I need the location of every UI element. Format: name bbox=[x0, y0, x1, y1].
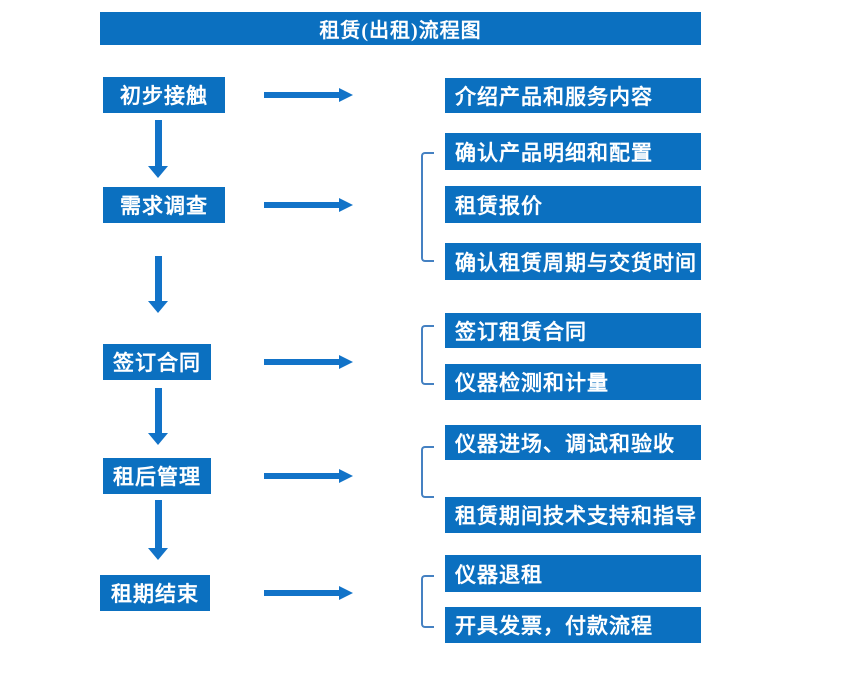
right-arrow-icon bbox=[264, 586, 353, 600]
right-arrow-icon bbox=[264, 198, 353, 212]
group-bracket bbox=[421, 152, 434, 262]
right-arrow-icon bbox=[264, 355, 353, 369]
right-arrow-head bbox=[339, 88, 353, 102]
output-box-instrument-setup-acceptance: 仪器进场、调试和验收 bbox=[445, 425, 701, 460]
output-box-instrument-testing: 仪器检测和计量 bbox=[445, 364, 701, 400]
down-arrow-head bbox=[148, 433, 168, 445]
down-arrow-icon bbox=[148, 500, 168, 560]
down-arrow-head bbox=[148, 301, 168, 313]
output-box-introduce-products: 介绍产品和服务内容 bbox=[445, 78, 701, 113]
step-box-demand-survey: 需求调查 bbox=[103, 187, 225, 223]
group-bracket bbox=[421, 575, 434, 628]
down-arrow-icon bbox=[148, 120, 168, 178]
output-box-technical-support: 租赁期间技术支持和指导 bbox=[445, 497, 701, 533]
right-arrow-head bbox=[339, 355, 353, 369]
right-arrow-icon bbox=[264, 88, 353, 102]
down-arrow-shaft bbox=[154, 500, 162, 548]
step-box-initial-contact: 初步接触 bbox=[103, 77, 225, 113]
down-arrow-shaft bbox=[154, 120, 162, 166]
right-arrow-shaft bbox=[264, 590, 339, 596]
down-arrow-icon bbox=[148, 256, 168, 313]
down-arrow-icon bbox=[148, 388, 168, 445]
group-bracket bbox=[421, 325, 434, 385]
output-box-invoice-payment: 开具发票，付款流程 bbox=[445, 607, 701, 643]
right-arrow-icon bbox=[264, 469, 353, 483]
right-arrow-shaft bbox=[264, 359, 339, 365]
flowchart-title: 租赁(出租)流程图 bbox=[100, 12, 701, 45]
right-arrow-head bbox=[339, 198, 353, 212]
down-arrow-shaft bbox=[154, 256, 162, 301]
right-arrow-shaft bbox=[264, 92, 339, 98]
right-arrow-head bbox=[339, 586, 353, 600]
down-arrow-head bbox=[148, 166, 168, 178]
step-box-rental-end: 租期结束 bbox=[100, 575, 210, 611]
right-arrow-shaft bbox=[264, 202, 339, 208]
down-arrow-head bbox=[148, 548, 168, 560]
step-box-sign-contract: 签订合同 bbox=[103, 344, 211, 380]
output-box-rental-quotation: 租赁报价 bbox=[445, 186, 701, 223]
right-arrow-shaft bbox=[264, 473, 339, 479]
right-arrow-head bbox=[339, 469, 353, 483]
output-box-confirm-product-details: 确认产品明细和配置 bbox=[445, 133, 701, 170]
output-box-confirm-rental-period: 确认租赁周期与交货时间 bbox=[445, 243, 701, 280]
output-box-instrument-return: 仪器退租 bbox=[445, 555, 701, 592]
group-bracket bbox=[421, 446, 434, 498]
down-arrow-shaft bbox=[154, 388, 162, 433]
output-box-sign-rental-contract: 签订租赁合同 bbox=[445, 313, 701, 348]
step-box-post-rental-management: 租后管理 bbox=[103, 458, 211, 494]
